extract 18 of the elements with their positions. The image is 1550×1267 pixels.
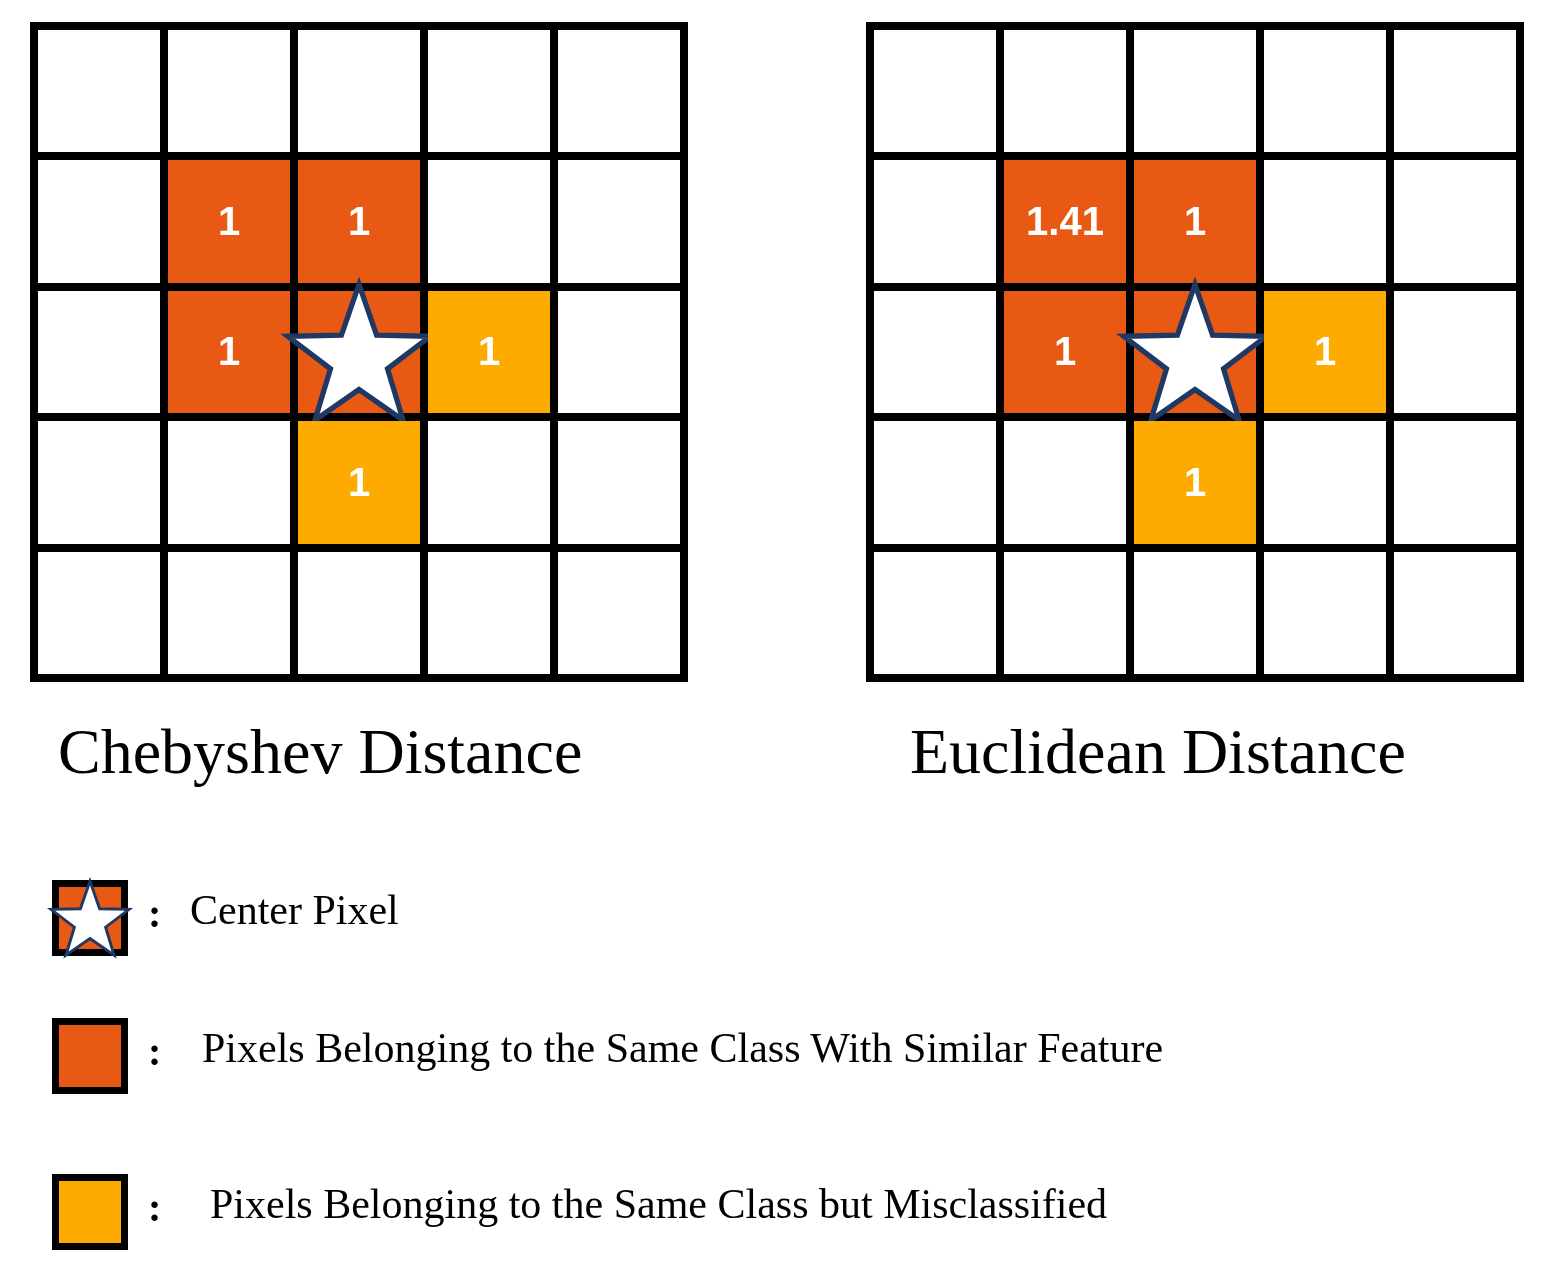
pixel-cell: 1 [1134,160,1256,283]
separator: : [148,890,162,937]
pixel-cell: 1.41 [1004,160,1126,283]
grid-title: Chebyshev Distance [58,715,583,789]
pixel-cell: 1 [168,160,290,283]
separator: : [148,1184,162,1231]
pixel-cell: 1 [1004,290,1126,414]
pixel-cell: 1 [1264,290,1386,414]
pixel-cell: 1 [168,290,290,414]
legend-label: Pixels Belonging to the Same Class With Similar Feature [202,1024,1164,1072]
legend-label: Center Pixel [190,886,399,934]
pixel-cell: 1 [298,421,420,544]
grid-title: Euclidean Distance [910,715,1406,789]
legend-label: Pixels Belonging to the Same Class but Misclassified [210,1180,1108,1228]
pixel-cell: 1 [428,290,550,414]
separator: : [148,1028,162,1075]
pixel-cell: 1 [298,160,420,283]
pixel-cell: 1 [1134,421,1256,544]
